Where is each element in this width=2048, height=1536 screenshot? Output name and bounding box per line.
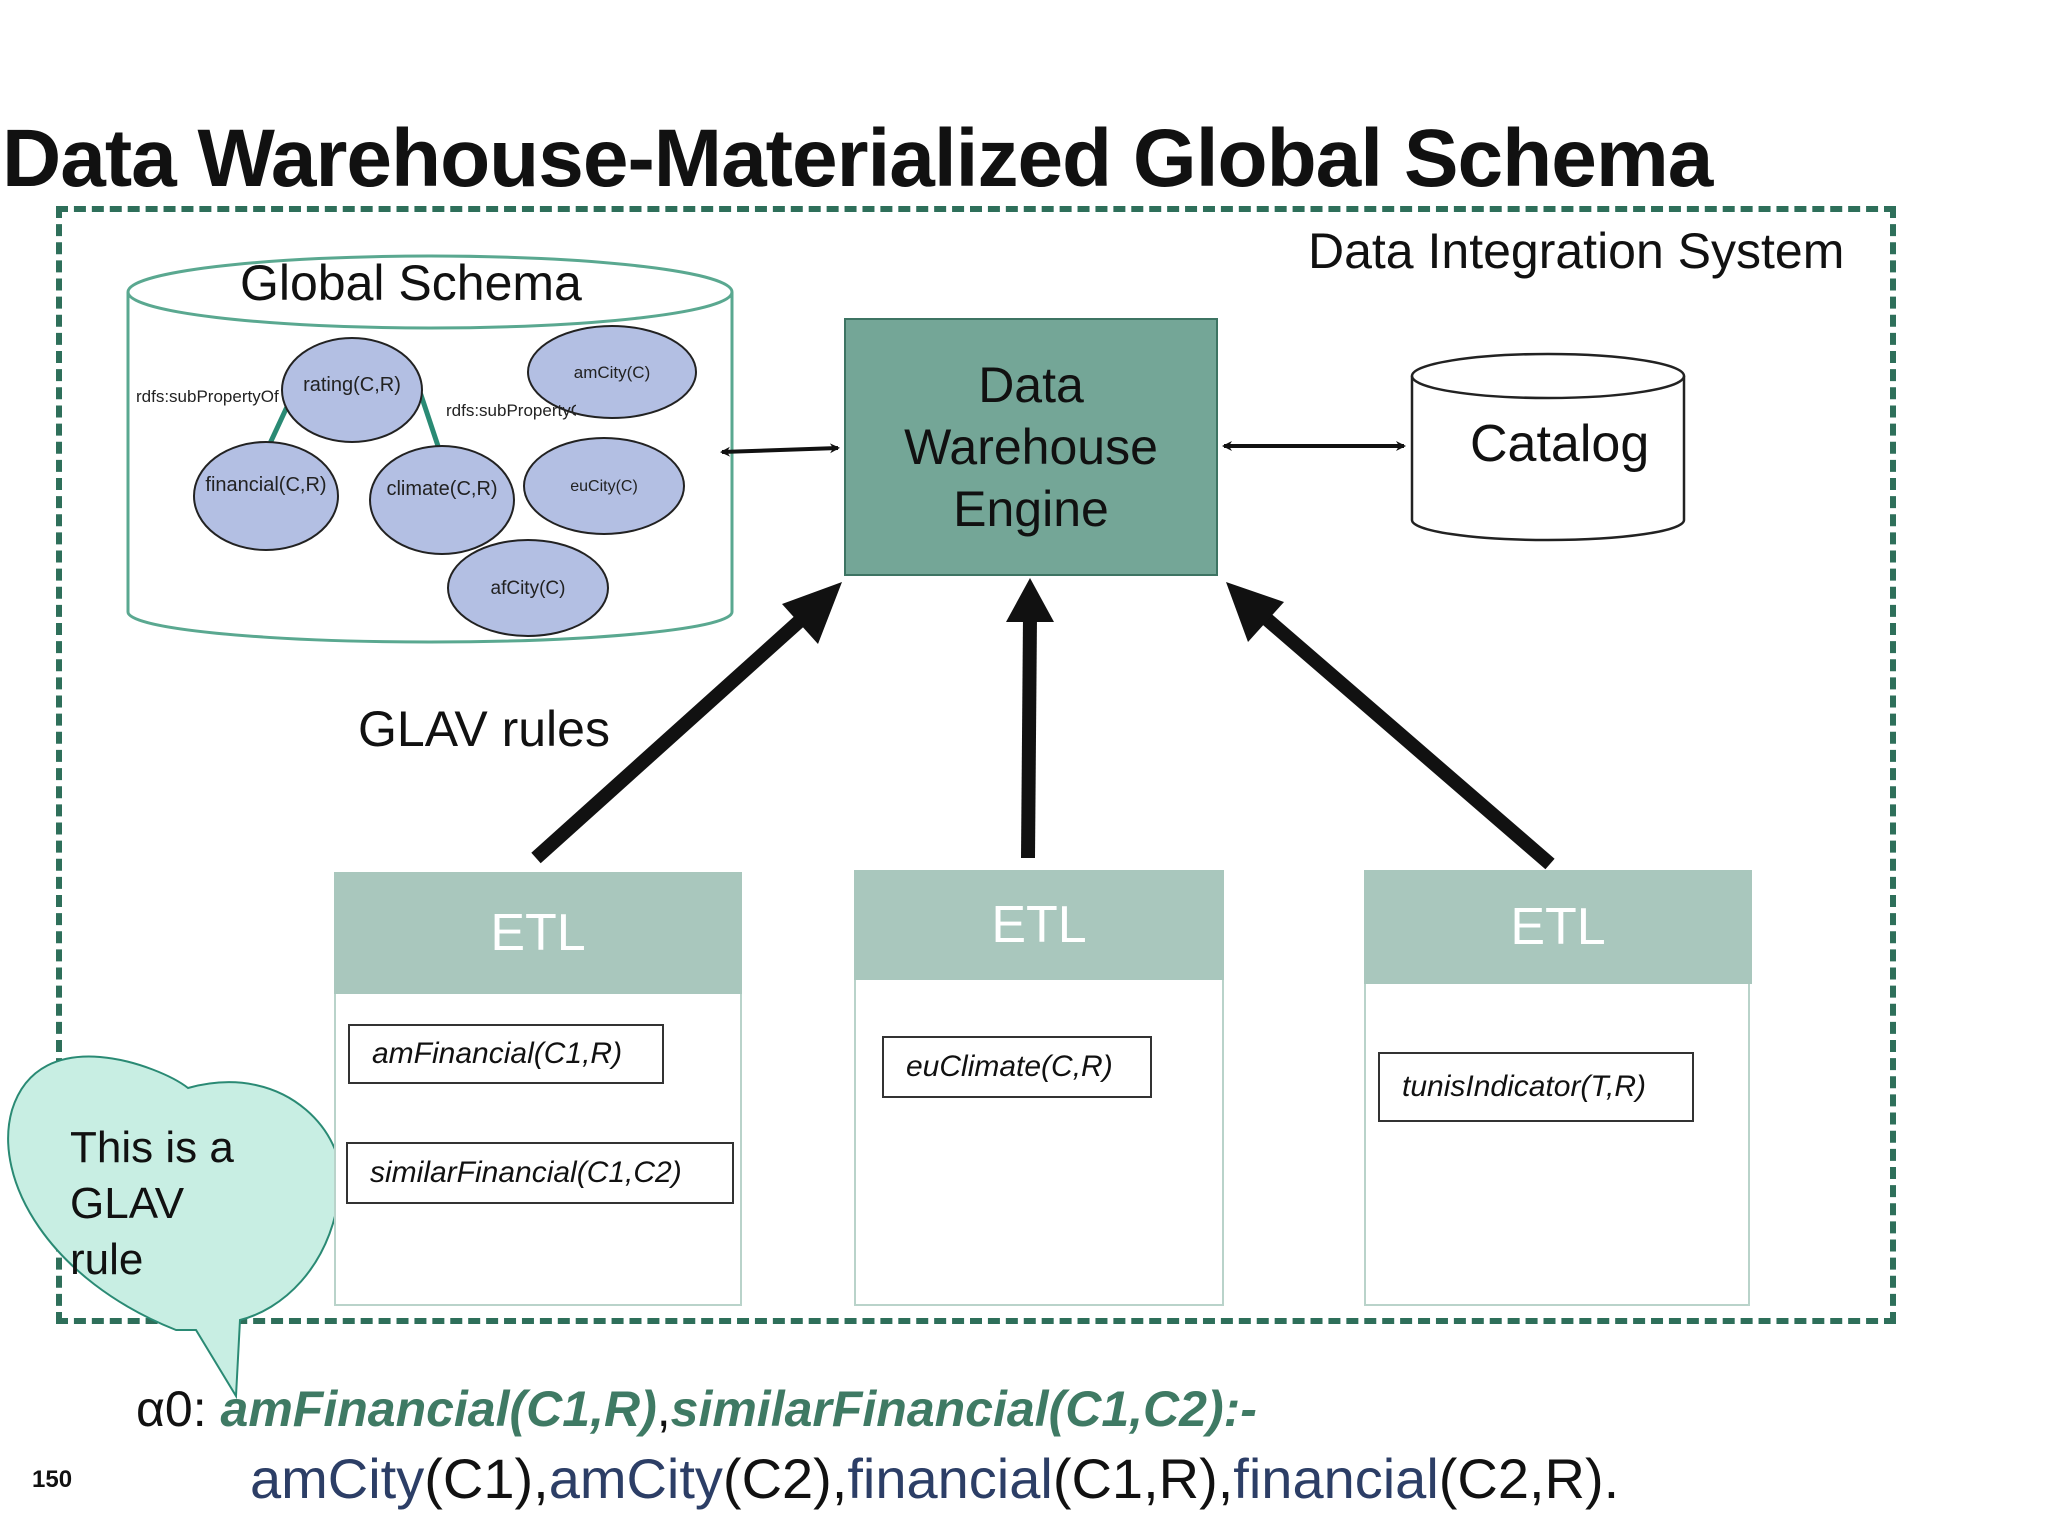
schema-engine-arrow xyxy=(720,443,840,457)
node-financial-label: financial(C,R) xyxy=(205,474,326,496)
node-afcity: afCity(C) xyxy=(447,539,609,637)
rule-body-pred-3: financial xyxy=(847,1447,1053,1510)
glav-rules-label: GLAV rules xyxy=(358,701,610,757)
node-financial: financial(C,R) xyxy=(193,441,339,551)
node-afcity-label: afCity(C) xyxy=(491,578,566,599)
etl-1-header: ETL xyxy=(334,872,742,994)
rule-body-args-1: (C1), xyxy=(424,1447,549,1510)
page-number: 150 xyxy=(32,1466,73,1493)
etl-3-body xyxy=(1364,984,1750,1306)
source-amfinancial: amFinancial(C1,R) xyxy=(348,1024,664,1084)
engine-line-1: Data xyxy=(978,357,1084,413)
rule-body-args-4: (C2,R). xyxy=(1438,1447,1620,1510)
node-eucity-label: euCity(C) xyxy=(570,478,638,495)
edge-label-left: rdfs:subPropertyOf xyxy=(136,387,279,406)
system-label: Data Integration System xyxy=(1308,223,1845,279)
data-warehouse-engine: Data Warehouse Engine xyxy=(844,318,1218,576)
node-amcity: amCity(C) xyxy=(527,325,697,419)
svg-text:rdfs:subPropertyOf: rdfs:subPropertyOf xyxy=(446,401,589,420)
etl2-engine-arrow xyxy=(1006,578,1054,859)
rule-body-pred-1: amCity xyxy=(250,1447,425,1510)
node-eucity: euCity(C) xyxy=(523,437,685,535)
svg-text:rdfs:subPropertyOf: rdfs:subPropertyOf xyxy=(136,387,279,406)
etl3-engine-arrow xyxy=(1226,582,1555,870)
source-similarfinancial: similarFinancial(C1,C2) xyxy=(346,1142,734,1204)
etl-3-header: ETL xyxy=(1364,870,1752,984)
rule-body-args-2: (C2), xyxy=(722,1447,848,1510)
engine-line-3: Engine xyxy=(953,481,1109,537)
etl1-engine-arrow xyxy=(531,582,842,864)
engine-line-2: Warehouse xyxy=(904,419,1158,475)
glav-rule-callout-bubble xyxy=(7,1055,343,1400)
node-rating: rating(C,R) xyxy=(281,337,423,443)
catalog-cylinder xyxy=(1410,352,1686,542)
node-amcity-label: amCity(C) xyxy=(574,363,651,382)
rule-body-pred-4: financial xyxy=(1233,1447,1439,1510)
rule-head-atom-1: amFinancial(C1,R) xyxy=(220,1381,657,1437)
node-rating-label: rating(C,R) xyxy=(303,374,401,396)
source-euclimate: euClimate(C,R) xyxy=(882,1036,1152,1098)
edge-label-right: rdfs:subPropertyOf xyxy=(446,401,589,420)
data-integration-system-frame xyxy=(56,206,1896,1324)
rule-id: α0: xyxy=(136,1381,207,1437)
edge-rating-climate xyxy=(417,391,443,453)
rule-head-separator: , xyxy=(656,1381,671,1437)
callout-line-2: GLAV xyxy=(70,1179,185,1228)
callout-line-3: rule xyxy=(70,1235,144,1284)
rule-head: α0: amFinancial(C1,R),similarFinancial(C… xyxy=(136,1380,1257,1438)
catalog-label: Catalog xyxy=(1470,415,1650,473)
rule-body-pred-2: amCity xyxy=(548,1447,723,1510)
slide-title: Data Warehouse-Materialized Global Schem… xyxy=(2,113,1713,204)
source-tunisindicator: tunisIndicator(T,R) xyxy=(1378,1052,1694,1122)
etl-2-body xyxy=(854,980,1224,1306)
rule-head-atom-2: similarFinancial(C1,C2):- xyxy=(670,1381,1257,1437)
etl-2-header: ETL xyxy=(854,870,1224,980)
callout-line-1: This is a xyxy=(70,1123,234,1172)
node-climate: climate(C,R) xyxy=(369,445,515,555)
rule-body: amCity(C1),amCity(C2),financial(C1,R),fi… xyxy=(250,1446,1619,1511)
global-schema-label: Global Schema xyxy=(240,255,582,311)
node-climate-label: climate(C,R) xyxy=(386,478,497,500)
rule-body-args-3: (C1,R), xyxy=(1052,1447,1234,1510)
glav-rule-callout-text: This is a GLAV rule xyxy=(70,1120,300,1288)
